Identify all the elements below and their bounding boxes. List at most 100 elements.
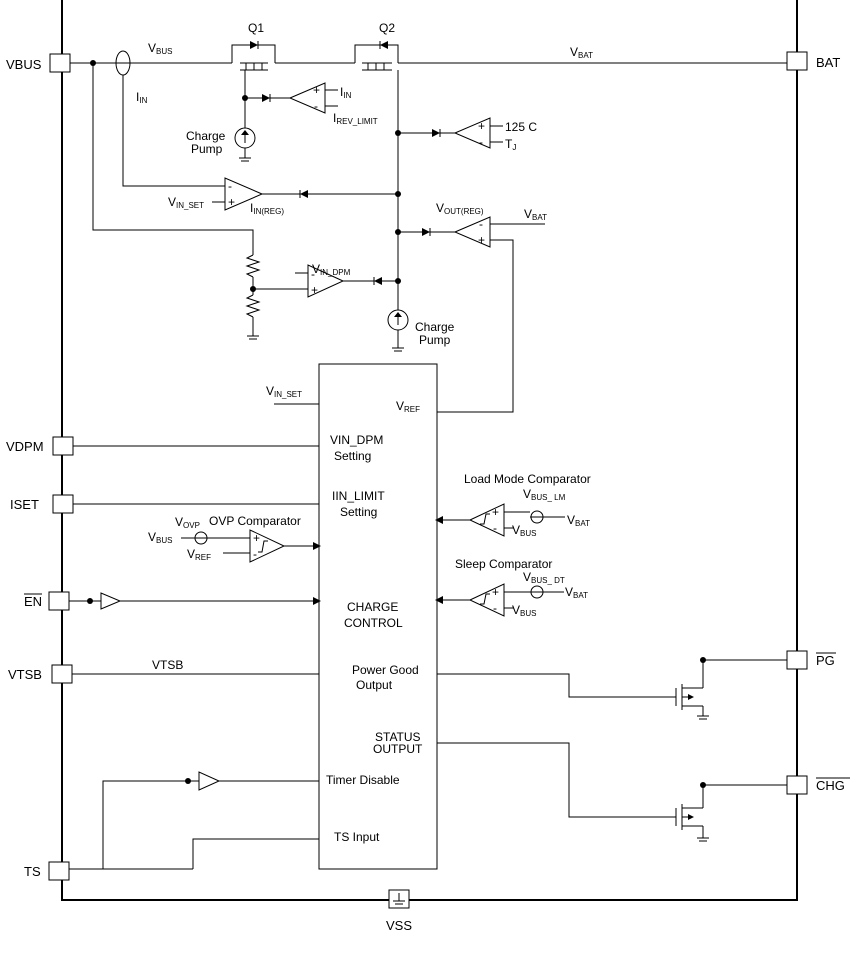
charge-pump-2: Charge Pump: [387, 290, 455, 352]
svg-text:Charge: Charge: [186, 129, 226, 143]
svg-text:VBAT: VBAT: [567, 513, 590, 528]
q2-label: Q2: [379, 21, 395, 35]
svg-text:-: -: [314, 99, 318, 113]
svg-text:+: +: [311, 283, 318, 297]
svg-text:IIN: IIN: [340, 85, 352, 100]
svg-text:TJ: TJ: [505, 137, 516, 152]
chg-output-transistor: [437, 742, 787, 842]
svg-text:+: +: [253, 531, 260, 545]
svg-text:VTSB: VTSB: [152, 658, 183, 672]
svg-text:OUTPUT: OUTPUT: [373, 742, 423, 756]
svg-text:VBUS_ LM: VBUS_ LM: [523, 487, 566, 502]
pin-vdpm-label: VDPM: [6, 439, 44, 454]
pin-pg-label: PG: [816, 653, 835, 668]
load-mode-comparator: Load Mode Comparator VBUS_ LM + - VBAT V…: [435, 472, 591, 538]
svg-text:VBAT: VBAT: [570, 45, 593, 60]
transistor-q1: Q1: [231, 21, 276, 98]
charge-control-block: VIN_SET VREF VIN_DPM Setting IIN_LIMIT S…: [266, 363, 438, 870]
svg-text:IREV_LIMIT: IREV_LIMIT: [333, 111, 378, 126]
svg-text:VOUT(REG): VOUT(REG): [436, 201, 484, 216]
svg-text:-: -: [479, 135, 483, 149]
pin-bat-label: BAT: [816, 55, 840, 70]
pin-vbus-label: VBUS: [6, 57, 42, 72]
ovp-comparator: OVP Comparator VOVP VBUS VREF + -: [148, 514, 321, 563]
pin-vss-label: VSS: [386, 918, 412, 933]
sleep-comparator: Sleep Comparator VBUS_ DT + - VBAT VBUS: [435, 557, 588, 618]
svg-text:-: -: [228, 179, 232, 193]
svg-text:STATUS: STATUS: [375, 730, 421, 744]
svg-text:Load Mode Comparator: Load Mode Comparator: [464, 472, 591, 486]
svg-text:Output: Output: [356, 678, 393, 692]
pin-en: EN: [24, 591, 70, 611]
svg-text:Timer Disable: Timer Disable: [326, 773, 400, 787]
amp-reverse-limit: + - IIN IREV_LIMIT: [242, 82, 378, 126]
pin-iset-label: ISET: [10, 497, 39, 512]
pin-ts-label: TS: [24, 864, 41, 879]
svg-text:VREF: VREF: [396, 399, 420, 414]
svg-text:VBUS: VBUS: [6, 57, 42, 72]
svg-text:-: -: [311, 267, 315, 281]
pin-iset: ISET: [10, 494, 74, 514]
svg-text:VBUS: VBUS: [148, 530, 172, 545]
svg-text:+: +: [228, 195, 235, 209]
svg-text:+: +: [313, 83, 320, 97]
svg-text:CONTROL: CONTROL: [344, 616, 403, 630]
svg-text:Charge: Charge: [415, 320, 455, 334]
svg-text:VIN_DPM: VIN_DPM: [330, 433, 383, 447]
svg-text:IIN: IIN: [136, 90, 148, 105]
transistor-q2: Q2: [354, 21, 399, 290]
amp-input-current-regulation: - + VIN_SET IIN(REG): [122, 75, 401, 216]
left-signal-lines: VTSB: [69, 445, 321, 870]
svg-text:125 C: 125 C: [505, 120, 537, 134]
svg-text:-: -: [479, 217, 483, 231]
svg-text:VBAT: VBAT: [565, 585, 588, 600]
pin-chg-label: CHG: [816, 778, 845, 793]
svg-text:VBUS: VBUS: [148, 41, 172, 56]
svg-text:VBUS: VBUS: [512, 523, 536, 538]
svg-text:Sleep Comparator: Sleep Comparator: [455, 557, 552, 571]
pin-chg: CHG: [786, 775, 850, 795]
svg-text:Power Good: Power Good: [352, 663, 419, 677]
svg-text:VBAT: VBAT: [524, 207, 547, 222]
svg-text:VIN_DPM: VIN_DPM: [312, 262, 351, 277]
svg-text:Setting: Setting: [340, 505, 377, 519]
amp-temperature: + - 125 C TJ: [395, 117, 537, 152]
svg-text:TS Input: TS Input: [334, 830, 380, 844]
svg-text:VIN_SET: VIN_SET: [266, 384, 302, 399]
svg-text:Pump: Pump: [419, 333, 451, 347]
pin-vtsb-label: VTSB: [8, 667, 42, 682]
pin-en-label: EN: [24, 594, 42, 609]
svg-text:OVP Comparator: OVP Comparator: [209, 514, 301, 528]
pin-vtsb: VTSB: [8, 664, 73, 684]
svg-text:VOVP: VOVP: [175, 515, 200, 530]
svg-text:-: -: [493, 601, 497, 615]
pg-output-transistor: [437, 657, 787, 720]
charge-pump-1: Charge Pump: [186, 98, 256, 162]
svg-text:VBUS: VBUS: [512, 603, 536, 618]
power-path: VBUS VBAT IIN: [70, 41, 787, 105]
pin-vbus: VBUS: [6, 53, 71, 73]
pin-vdpm: VDPM: [6, 436, 74, 456]
svg-text:IIN(REG): IIN(REG): [250, 201, 284, 216]
svg-text:+: +: [492, 505, 499, 519]
svg-text:-: -: [253, 547, 257, 561]
svg-text:CHARGE: CHARGE: [347, 600, 398, 614]
svg-text:VIN_SET: VIN_SET: [168, 195, 204, 210]
svg-text:+: +: [478, 119, 485, 133]
svg-text:VBUS_ DT: VBUS_ DT: [523, 570, 565, 585]
q1-label: Q1: [248, 21, 264, 35]
pin-bat: BAT: [786, 51, 840, 71]
pin-vss: VSS: [386, 889, 412, 933]
svg-text:Pump: Pump: [191, 142, 223, 156]
pin-ts: TS: [24, 861, 70, 881]
amp-input-dpm: - + VIN_DPM: [92, 63, 401, 340]
svg-text:+: +: [492, 585, 499, 599]
pin-pg: PG: [786, 650, 836, 670]
svg-text:+: +: [478, 233, 485, 247]
svg-text:IIN_LIMIT: IIN_LIMIT: [332, 489, 385, 503]
svg-text:-: -: [493, 521, 497, 535]
svg-text:VREF: VREF: [187, 547, 211, 562]
svg-text:Setting: Setting: [334, 449, 371, 463]
amp-output-voltage-regulation: - + VOUT(REG) VBAT: [395, 201, 547, 413]
